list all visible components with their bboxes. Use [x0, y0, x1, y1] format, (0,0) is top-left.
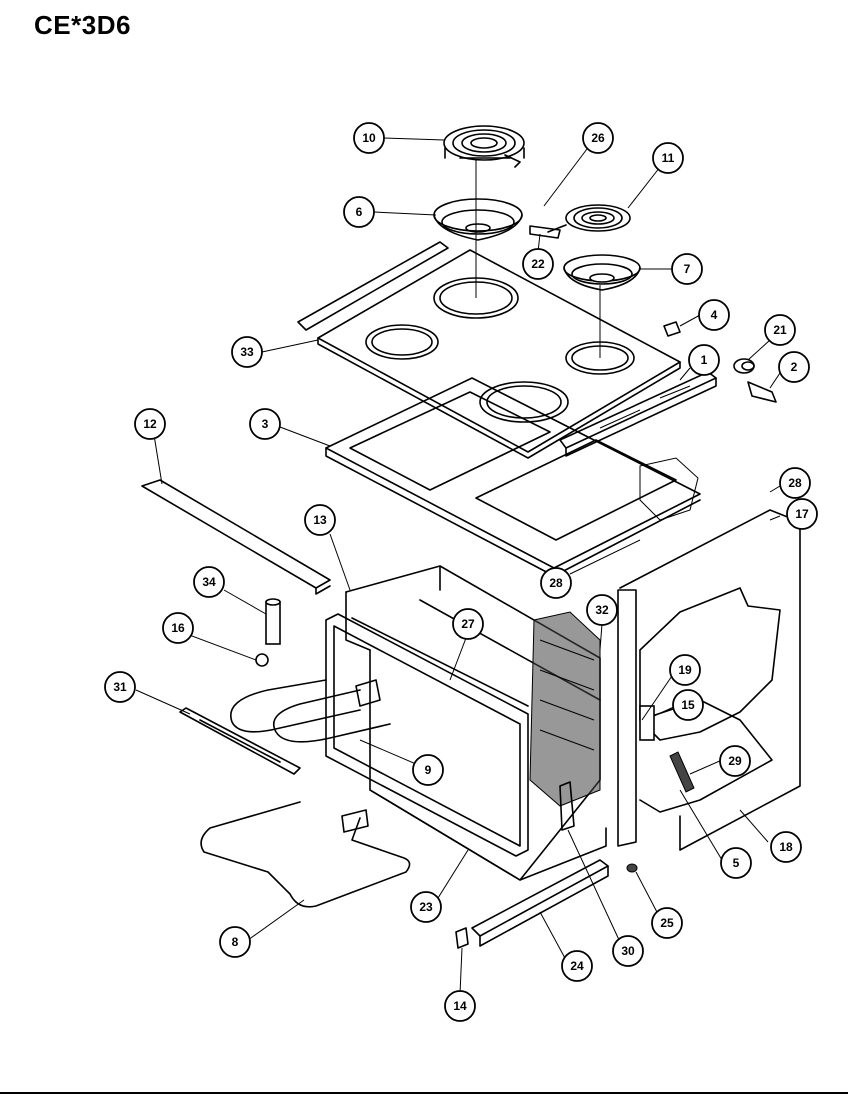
callout-label: 21	[773, 323, 787, 337]
callout-24: 24	[561, 950, 593, 982]
surface-element-small	[529, 204, 631, 239]
callout-label: 11	[662, 151, 675, 165]
bake-element	[230, 679, 391, 743]
callout-30: 30	[612, 935, 644, 967]
bottom-rail	[471, 859, 609, 947]
callout-12: 12	[134, 408, 166, 440]
clip-14	[455, 927, 469, 949]
callout-label: 8	[232, 935, 239, 949]
callout-label: 15	[681, 698, 695, 712]
callout-6: 6	[343, 196, 375, 228]
oven-door-frame	[325, 613, 529, 857]
kick-panel-31	[179, 707, 301, 775]
callout-label: 4	[711, 308, 718, 322]
callout-label: 9	[425, 763, 432, 777]
callout-4: 4	[698, 299, 730, 331]
model-title: CE*3D6	[34, 10, 131, 40]
callout-28a: 28	[779, 467, 811, 499]
callout-label: 22	[531, 257, 545, 271]
drip-pan-large	[433, 198, 523, 241]
callout-8: 8	[219, 926, 251, 958]
callout-label: 5	[733, 856, 740, 870]
callout-label: 28	[549, 576, 563, 590]
callout-2: 2	[778, 351, 810, 383]
side-trim	[141, 479, 331, 595]
callout-16: 16	[162, 612, 194, 644]
small-clip	[663, 321, 681, 337]
callout-11: 11	[652, 142, 684, 174]
callout-15: 15	[672, 689, 704, 721]
callout-label: 3	[262, 417, 269, 431]
callout-19: 19	[669, 654, 701, 686]
callout-label: 2	[791, 360, 798, 374]
leader-lines	[135, 137, 781, 995]
drip-pan-small	[563, 254, 641, 291]
main-top-frame	[325, 377, 701, 577]
knob-16	[255, 653, 269, 667]
callout-1: 1	[688, 344, 720, 376]
callout-25: 25	[651, 907, 683, 939]
callout-5: 5	[720, 847, 752, 879]
callout-31: 31	[104, 671, 136, 703]
callout-9: 9	[412, 754, 444, 786]
callout-26: 26	[582, 122, 614, 154]
callout-7: 7	[671, 253, 703, 285]
callout-33: 33	[231, 336, 263, 368]
broil-element	[200, 801, 411, 908]
callout-label: 19	[678, 663, 692, 677]
side-panel	[617, 509, 801, 851]
terminal-block	[733, 358, 777, 403]
thermostat-29	[669, 751, 695, 793]
callout-label: 10	[362, 131, 376, 145]
callout-23: 23	[410, 891, 442, 923]
callout-label: 27	[461, 617, 475, 631]
callout-label: 33	[240, 345, 254, 359]
callout-label: 6	[356, 205, 363, 219]
callout-3: 3	[249, 408, 281, 440]
callout-32: 32	[586, 594, 618, 626]
callout-10: 10	[353, 122, 385, 154]
callout-label: 26	[591, 131, 605, 145]
cylinder-34	[265, 598, 281, 645]
callout-label: 23	[419, 900, 433, 914]
insulation-blanket	[529, 611, 601, 807]
callout-label: 7	[684, 262, 691, 276]
callout-label: 34	[202, 575, 216, 589]
callout-label: 17	[795, 507, 809, 521]
callout-label: 28	[788, 476, 802, 490]
callout-label: 32	[595, 603, 609, 617]
callout-21: 21	[764, 314, 796, 346]
callout-label: 24	[570, 959, 584, 973]
callout-17: 17	[786, 498, 818, 530]
callout-label: 13	[313, 513, 327, 527]
callout-label: 25	[660, 916, 674, 930]
callout-14: 14	[444, 990, 476, 1022]
surface-element-large	[443, 125, 525, 168]
door-hinge-30	[559, 781, 575, 831]
control-panel-strip	[559, 371, 717, 457]
callout-label: 14	[453, 999, 467, 1013]
callout-label: 12	[143, 417, 157, 431]
callout-27: 27	[452, 608, 484, 640]
callout-label: 16	[171, 621, 185, 635]
callout-label: 30	[621, 944, 635, 958]
cooktop	[297, 160, 681, 459]
callout-18: 18	[770, 831, 802, 863]
callout-29: 29	[719, 745, 751, 777]
callout-label: 31	[113, 680, 127, 694]
bottom-divider	[0, 1092, 848, 1094]
callout-34: 34	[193, 566, 225, 598]
switch-15	[639, 705, 655, 741]
callout-label: 1	[701, 353, 708, 367]
callout-13: 13	[304, 504, 336, 536]
leveler-25	[626, 863, 638, 873]
callout-22: 22	[522, 248, 554, 280]
callout-28b: 28	[540, 567, 572, 599]
callout-label: 18	[779, 840, 793, 854]
callout-label: 29	[728, 754, 742, 768]
